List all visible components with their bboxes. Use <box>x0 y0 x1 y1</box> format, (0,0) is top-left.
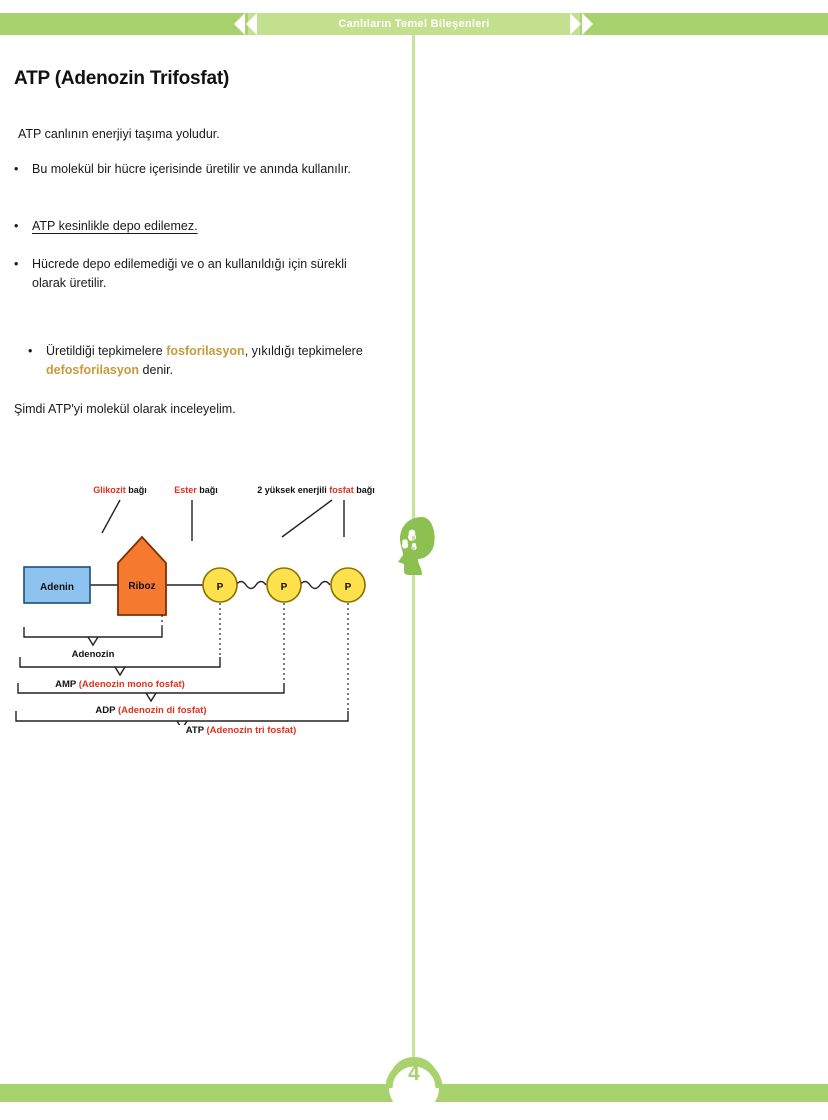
highlight-text-part2: , yıkıldığı tepkimelere <box>244 344 363 358</box>
atp-molecule-diagram: Adenin Riboz P P P Adenozin A <box>14 475 400 736</box>
bracket-label-atp: ATP <box>185 725 207 736</box>
list-item: • Bu molekül bir hücre içerisinde üretil… <box>14 160 364 179</box>
page-footer: 4 <box>0 1057 828 1119</box>
diagram-node-phosphate-2-label: P <box>281 582 288 593</box>
page-number: 4 <box>408 1062 420 1085</box>
diagram-node-adenin-label: Adenin <box>40 582 74 593</box>
bullet-dot: • <box>14 219 19 233</box>
diagram-label-ester: Ester <box>174 485 197 495</box>
svg-text:Glikozit bağı: Glikozit bağı <box>93 485 147 495</box>
bracket-label-atp-expansion: (Adenozin tri fosfat) <box>206 725 297 736</box>
term-defosforilasyon: defosforilasyon <box>46 363 140 378</box>
diagram-label-fosfat-suffix: bağı <box>354 485 375 495</box>
list-item: • Hücrede depo edilemediği ve o an kulla… <box>14 255 374 294</box>
list-item-highlight: • Üretildiği tepkimelere fosforilasyon, … <box>28 342 378 381</box>
diagram-node-phosphate-3-label: P <box>345 582 352 593</box>
bullet-dot: • <box>28 344 33 358</box>
list-item: • ATP kesinlikle depo edilemez. <box>14 217 364 236</box>
highlight-text-part3: denir. <box>139 363 174 378</box>
highlight-text-part1: Üretildiği tepkimelere <box>46 344 167 358</box>
page-title: ATP (Adenozin Trifosfat) <box>14 68 230 89</box>
bullet-dot: • <box>14 257 19 271</box>
svg-text:AMP (Adenozin mono fosfat): AMP (Adenozin mono fosfat) <box>55 679 185 690</box>
bracket-label-adenozin: Adenozin <box>72 649 115 660</box>
header-center-band <box>248 13 580 35</box>
svg-text:ADP (Adenozin di fosfat): ADP (Adenozin di fosfat) <box>95 705 206 716</box>
list-item-label: Hücrede depo edilemediği ve o an kullanı… <box>32 257 347 291</box>
term-fosforilasyon: fosforilasyon <box>166 344 245 358</box>
svg-text:Ester bağı: Ester bağı <box>174 485 218 495</box>
chevrons-left-icon-2 <box>246 13 257 35</box>
chevrons-right-icon <box>570 13 581 35</box>
content-column: ATP (Adenozin Trifosfat) ATP canlının en… <box>0 35 412 1055</box>
diagram-label-ester-suffix: bağı <box>197 485 218 495</box>
diagram-label-glikozit-suffix: bağı <box>126 485 147 495</box>
footer-arc-decoration <box>374 1053 454 1115</box>
bracket-label-amp: AMP <box>55 679 79 690</box>
diagram-label-fosfat: fosfat <box>329 485 354 495</box>
page-header: Canlıların Temel Bileşenleri <box>0 13 828 35</box>
diagram-node-phosphate-1-label: P <box>217 582 224 593</box>
svg-text:2 yüksek enerjili fosfat bağı: 2 yüksek enerjili fosfat bağı <box>257 485 375 495</box>
chevrons-right-icon-2 <box>582 13 593 35</box>
lead-paragraph: ATP canlının enerjiyi taşıma yoludur. <box>18 127 220 141</box>
closing-paragraph: Şimdi ATP'yi molekül olarak inceleyelim. <box>14 402 236 416</box>
diagram-label-glikozit: Glikozit <box>93 485 126 495</box>
diagram-label-fosfat-prefix: 2 yüksek enerjili <box>257 485 329 495</box>
bracket-label-atp-row: ATP (Adenozin tri fosfat) <box>48 725 434 736</box>
chevrons-left-icon <box>234 13 245 35</box>
bullet-dot: • <box>14 162 19 176</box>
thinking-head-icon <box>392 515 440 577</box>
column-divider <box>412 35 415 1065</box>
list-item-label: Üretildiği tepkimelere fosforilasyon, yı… <box>46 342 378 381</box>
bracket-label-adp: ADP <box>95 705 118 716</box>
bracket-label-amp-expansion: (Adenozin mono fosfat) <box>79 679 185 690</box>
diagram-node-riboz-label: Riboz <box>128 581 155 592</box>
list-item-label: Bu molekül bir hücre içerisinde üretilir… <box>32 162 351 176</box>
bracket-label-adp-expansion: (Adenozin di fosfat) <box>118 705 207 716</box>
list-item-label: ATP kesinlikle depo edilemez. <box>32 219 198 233</box>
header-title: Canlıların Temel Bileşenleri <box>338 18 490 30</box>
